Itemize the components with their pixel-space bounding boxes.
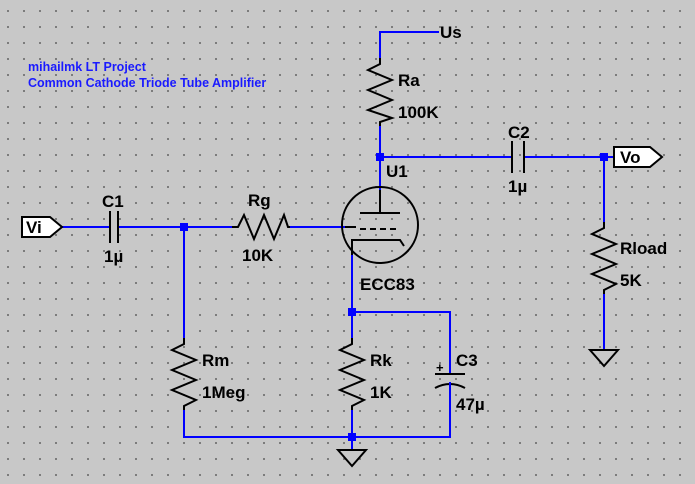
rload-value: 5K [620, 271, 642, 290]
junction-dot [180, 223, 188, 231]
ra-ref: Ra [398, 71, 420, 90]
project-title: mihailmk LT Project [28, 60, 147, 74]
ra-value: 100K [398, 103, 439, 122]
rm-value: 1Meg [202, 383, 245, 402]
wire-ground-bus [183, 404, 451, 438]
input-port-label: Vi [26, 218, 42, 237]
junction-dot [600, 153, 608, 161]
rk-value: 1K [370, 383, 392, 402]
wire-supply [379, 31, 439, 59]
triode-u1[interactable] [341, 186, 419, 264]
rm-ref: Rm [202, 351, 229, 370]
output-port-label: Vo [620, 148, 640, 167]
rg-ref: Rg [248, 191, 271, 210]
u1-model: ECC83 [360, 275, 415, 294]
rg-value: 10K [242, 246, 274, 265]
c2-value: 1µ [508, 177, 527, 196]
c1-ref: C1 [102, 192, 124, 211]
c1-value: 1µ [104, 247, 123, 266]
resistor-rk[interactable] [337, 338, 367, 410]
supply-label: Us [440, 23, 462, 42]
wires [61, 31, 615, 451]
c3-value: 47µ [456, 395, 485, 414]
capacitor-c1[interactable] [109, 211, 119, 243]
resistor-rg[interactable] [232, 212, 290, 242]
input-port[interactable] [21, 216, 64, 238]
c2-ref: C2 [508, 123, 530, 142]
ground-symbol-main [335, 449, 369, 468]
junction-dot [348, 308, 356, 316]
u1-ref: U1 [386, 162, 408, 181]
junction-dot [376, 153, 384, 161]
output-port[interactable] [613, 146, 664, 168]
rk-ref: Rk [370, 351, 392, 370]
resistor-ra[interactable] [365, 58, 396, 126]
c3-polarity: + [436, 360, 444, 375]
rload-ref: Rload [620, 239, 667, 258]
capacitor-c3[interactable] [434, 373, 466, 406]
resistor-rload[interactable] [589, 222, 619, 294]
capacitor-c2[interactable] [511, 141, 525, 173]
junction-dot [348, 433, 356, 441]
junctions [180, 153, 608, 441]
project-subtitle: Common Cathode Triode Tube Amplifier [28, 76, 266, 90]
resistor-rm[interactable] [169, 338, 199, 410]
wire-cathode-c3 [351, 311, 451, 374]
ground-symbol-rload [587, 349, 621, 368]
c3-ref: C3 [456, 351, 478, 370]
